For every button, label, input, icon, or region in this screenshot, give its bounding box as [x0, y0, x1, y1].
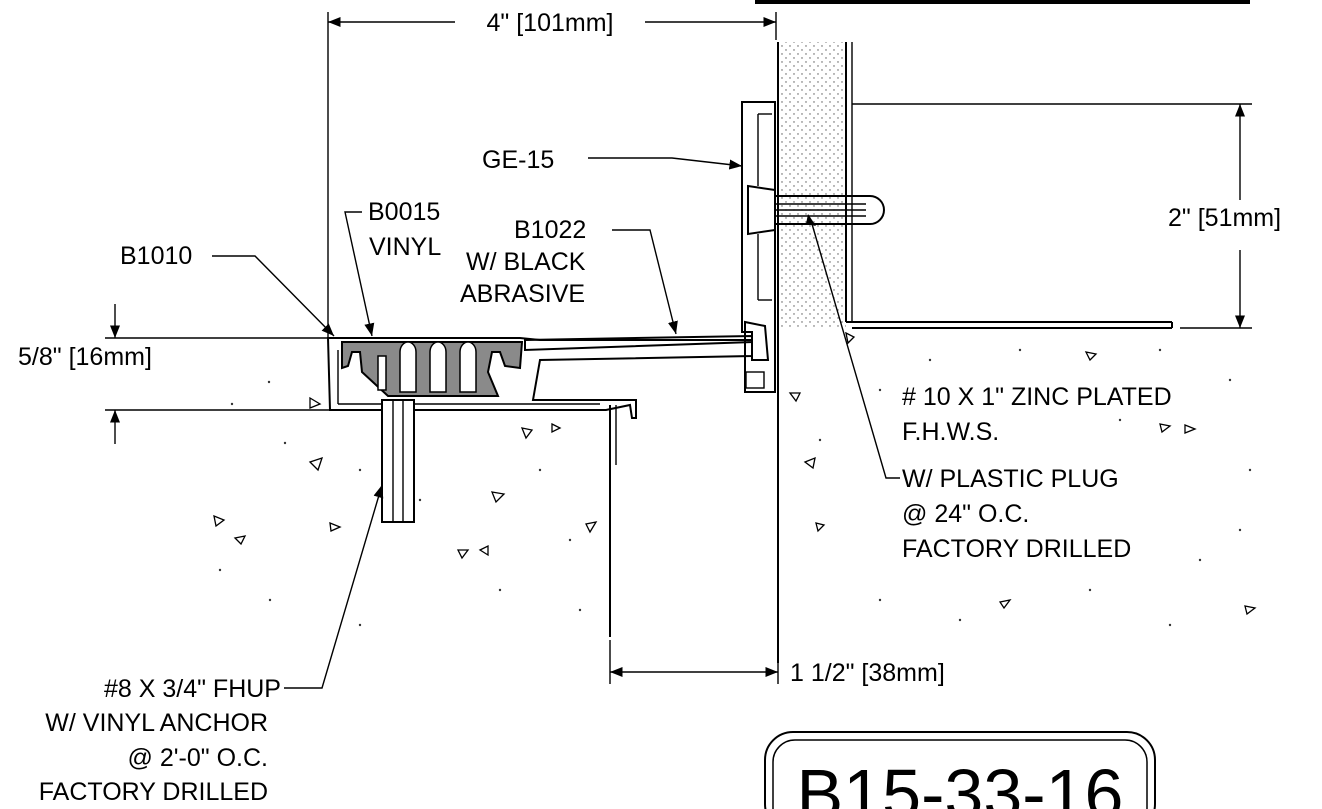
part-number: B15-33-16	[797, 755, 1124, 809]
anchor-label-line1: #8 X 3/4" FHUP	[104, 675, 281, 703]
b0015-label-line1: B0015	[368, 198, 440, 226]
ge15-label: GE-15	[482, 146, 554, 174]
screw-label-line3: W/ PLASTIC PLUG	[902, 465, 1119, 493]
screw-head	[747, 184, 776, 236]
part-number-box-inner	[772, 739, 1148, 809]
dimension-top-label: 4" [101mm]	[487, 9, 614, 37]
dimension-bottom-label: 1 1/2" [38mm]	[790, 659, 945, 687]
dimension-right-label: 2" [51mm]	[1168, 204, 1281, 232]
dimension-left-label: 5/8" [16mm]	[18, 343, 152, 371]
b1022-label-line2: W/ BLACK	[466, 248, 586, 276]
screw-label-line1: # 10 X 1" ZINC PLATED	[902, 383, 1172, 411]
b1022-label-line3: ABRASIVE	[460, 280, 585, 308]
b1022-label-line1: B1022	[514, 216, 586, 244]
b0015-label-line2: VINYL	[369, 233, 441, 261]
anchor-label-line4: FACTORY DRILLED	[39, 778, 268, 806]
b1022-tread	[524, 334, 753, 352]
wall-section	[778, 42, 846, 329]
screw-label-line4: @ 24" O.C.	[902, 500, 1029, 528]
part-number-box-outer	[764, 731, 1156, 809]
vinyl-anchor	[381, 399, 415, 523]
concrete-aggregate	[213, 331, 1257, 616]
plastic-plug	[774, 195, 885, 225]
b1010-label: B1010	[120, 242, 192, 270]
anchor-label-line3: @ 2'-0" O.C.	[128, 744, 268, 772]
vinyl-slots	[377, 341, 477, 393]
screw-label-line2: F.H.W.S.	[902, 418, 999, 446]
concrete-specks	[218, 348, 1252, 627]
screw-label-line5: FACTORY DRILLED	[902, 535, 1131, 563]
ge15-wall-bracket	[741, 101, 776, 393]
anchor-label-line2: W/ VINYL ANCHOR	[45, 709, 268, 737]
